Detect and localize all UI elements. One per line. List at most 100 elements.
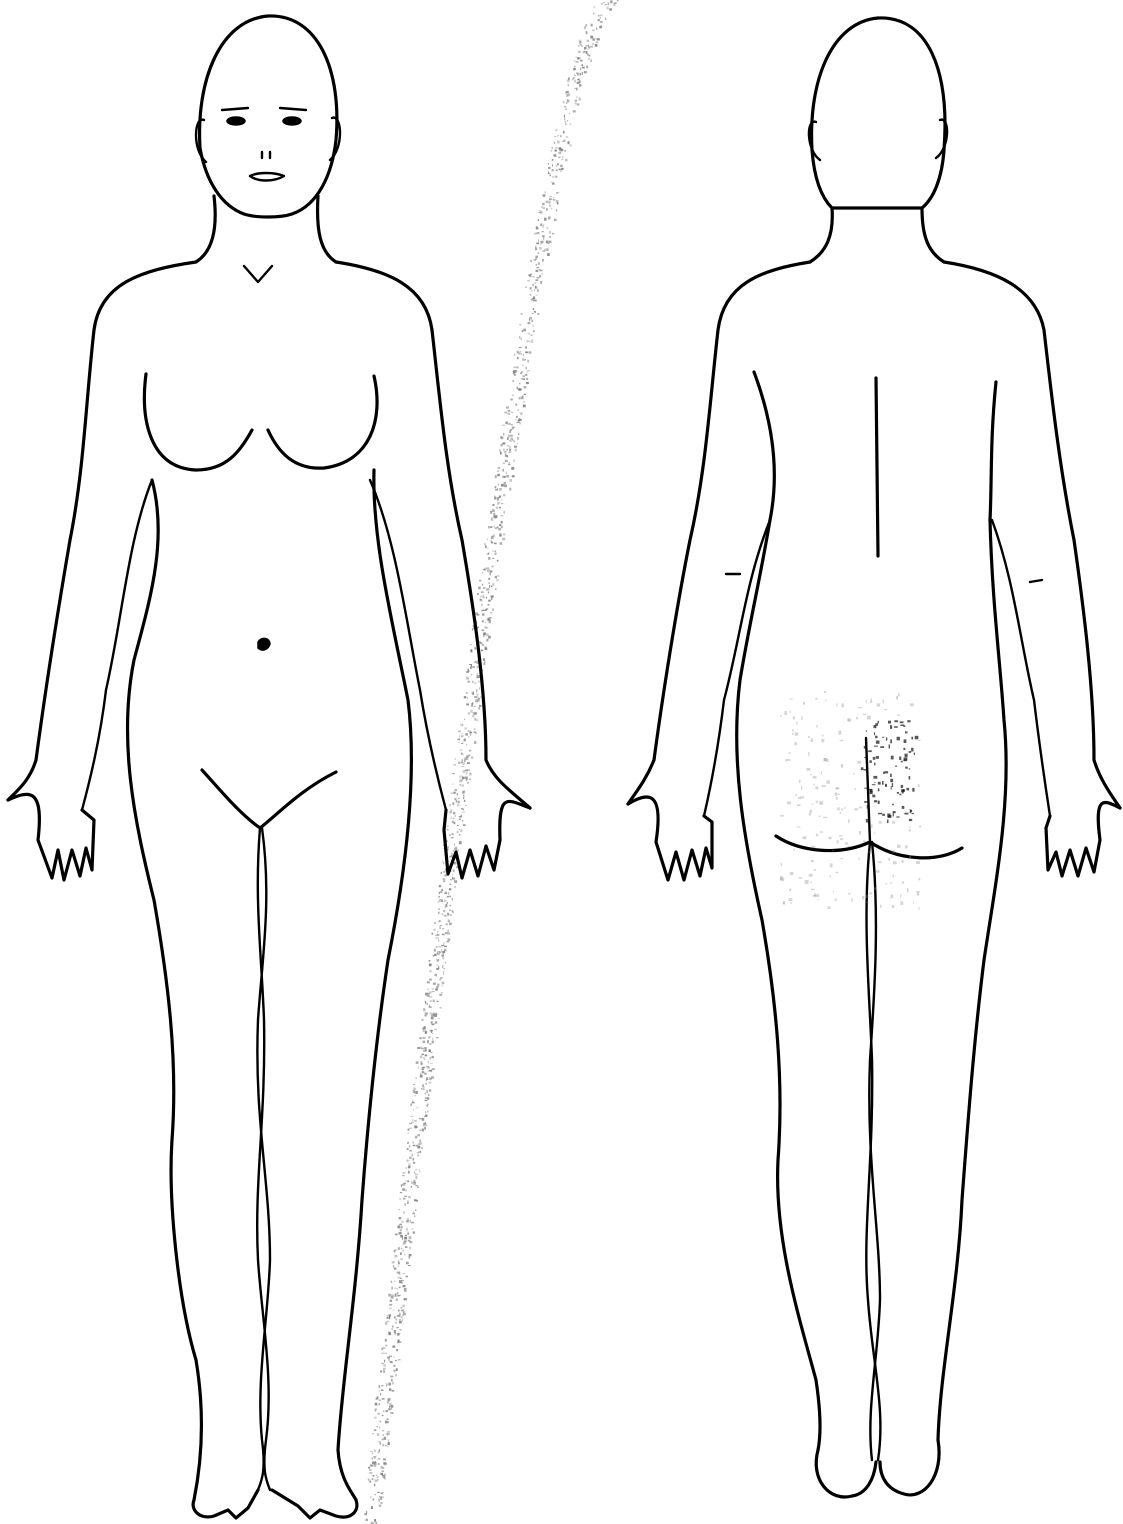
smudge-speck: [858, 707, 862, 708]
scan-noise-speck: [519, 336, 520, 338]
smudge-speck: [880, 905, 881, 908]
scan-noise-speck: [497, 560, 499, 562]
smudge-speck: [864, 769, 867, 771]
scan-noise-speck: [403, 1211, 404, 1214]
scan-noise-speck: [391, 1328, 393, 1330]
scan-noise-speck: [506, 475, 509, 478]
scan-noise-speck: [503, 442, 505, 445]
scan-noise-speck: [385, 1322, 387, 1325]
scan-noise-speck: [434, 954, 437, 956]
scan-noise-speck: [535, 299, 537, 301]
scan-noise-speck: [466, 744, 467, 745]
scan-noise-speck: [486, 548, 488, 549]
scan-noise-speck: [613, 3, 615, 6]
smudge-speck: [830, 863, 833, 867]
scan-noise-speck: [469, 773, 471, 776]
smudge-speck: [887, 820, 889, 824]
scan-noise-speck: [552, 169, 554, 171]
scan-noise-speck: [584, 47, 585, 50]
scan-noise-speck: [447, 846, 449, 849]
scan-noise-speck: [398, 1340, 399, 1343]
scan-noise-speck: [377, 1426, 378, 1427]
scan-noise-speck: [425, 993, 428, 996]
scan-noise-speck: [482, 613, 485, 616]
scan-noise-speck: [417, 1187, 419, 1189]
scan-noise-speck: [494, 526, 495, 527]
smudge-speck: [875, 736, 877, 739]
scan-noise-speck: [536, 270, 539, 272]
scan-noise-speck: [466, 677, 469, 680]
scan-noise-speck: [514, 441, 515, 443]
scan-noise-speck: [428, 1094, 430, 1097]
scan-noise-speck: [419, 1140, 421, 1143]
scan-noise-speck: [368, 1467, 370, 1469]
scan-noise-speck: [535, 311, 536, 313]
scan-noise-speck: [503, 449, 505, 452]
scan-noise-speck: [576, 56, 577, 57]
scan-noise-speck: [489, 621, 491, 624]
smudge-speck: [866, 730, 867, 732]
scan-noise-speck: [492, 558, 494, 559]
smudge-speck: [864, 746, 868, 749]
smudge-speck: [902, 806, 905, 809]
scan-noise-speck: [439, 885, 442, 887]
scan-noise-speck: [490, 526, 492, 528]
scan-noise-speck: [412, 1102, 415, 1103]
scan-noise-speck: [549, 175, 551, 177]
scan-noise-speck: [382, 1471, 385, 1472]
scan-noise-speck: [424, 1047, 427, 1049]
scan-noise-speck: [472, 715, 475, 717]
scan-noise-speck: [607, 7, 609, 10]
back-side-right: [938, 382, 1006, 1440]
scan-noise-speck: [368, 1479, 369, 1481]
scan-noise-speck: [421, 1148, 423, 1150]
smudge-speck: [839, 835, 842, 836]
smudge-speck: [841, 704, 844, 708]
scan-noise-speck: [468, 730, 469, 732]
scan-noise-speck: [459, 834, 461, 836]
scan-noise-speck: [411, 1186, 412, 1188]
scan-noise-speck: [568, 84, 569, 86]
scan-noise-speck: [488, 526, 490, 528]
scan-noise-speck: [399, 1319, 400, 1321]
scan-noise-speck: [370, 1496, 371, 1498]
scan-noise-speck: [460, 829, 462, 832]
scan-noise-speck: [504, 485, 507, 488]
scan-noise-speck: [577, 82, 580, 84]
scan-noise-speck: [397, 1333, 400, 1334]
scan-noise-speck: [402, 1314, 404, 1316]
smudge-speck: [792, 733, 794, 735]
scan-noise-speck: [441, 900, 443, 903]
scan-noise-speck: [423, 1057, 424, 1059]
scan-noise-speck: [552, 233, 554, 235]
scan-noise-speck: [553, 197, 554, 198]
smudge-speck: [810, 882, 811, 884]
scan-noise-speck: [539, 275, 541, 278]
scan-noise-speck: [419, 1151, 421, 1153]
scan-noise-speck: [564, 106, 566, 108]
scan-noise-speck: [439, 892, 440, 894]
scan-noise-speck: [423, 1028, 426, 1031]
scan-noise-speck: [430, 1013, 432, 1015]
smudge-speck: [838, 794, 841, 795]
scan-noise-speck: [534, 289, 535, 291]
smudge-speck: [890, 779, 893, 782]
smudge-speck: [801, 716, 802, 720]
scan-noise-speck: [377, 1413, 380, 1415]
scan-noise-speck: [479, 705, 482, 707]
scan-noise-speck: [417, 1155, 419, 1156]
scan-noise-speck: [537, 313, 539, 315]
scan-noise-speck: [452, 874, 453, 876]
scan-noise-speck: [408, 1240, 411, 1242]
scan-noise-speck: [533, 298, 536, 300]
front-face: [222, 108, 306, 181]
smudge-speck: [848, 893, 851, 894]
scan-noise-speck: [405, 1189, 406, 1191]
scan-noise-speck: [385, 1445, 387, 1446]
scan-noise-speck: [452, 818, 454, 819]
scan-noise-speck: [579, 41, 581, 43]
scan-noise-speck: [509, 449, 511, 452]
scan-noise-speck: [464, 800, 465, 802]
scan-noise-speck: [380, 1371, 382, 1373]
scan-noise-speck: [380, 1502, 382, 1504]
